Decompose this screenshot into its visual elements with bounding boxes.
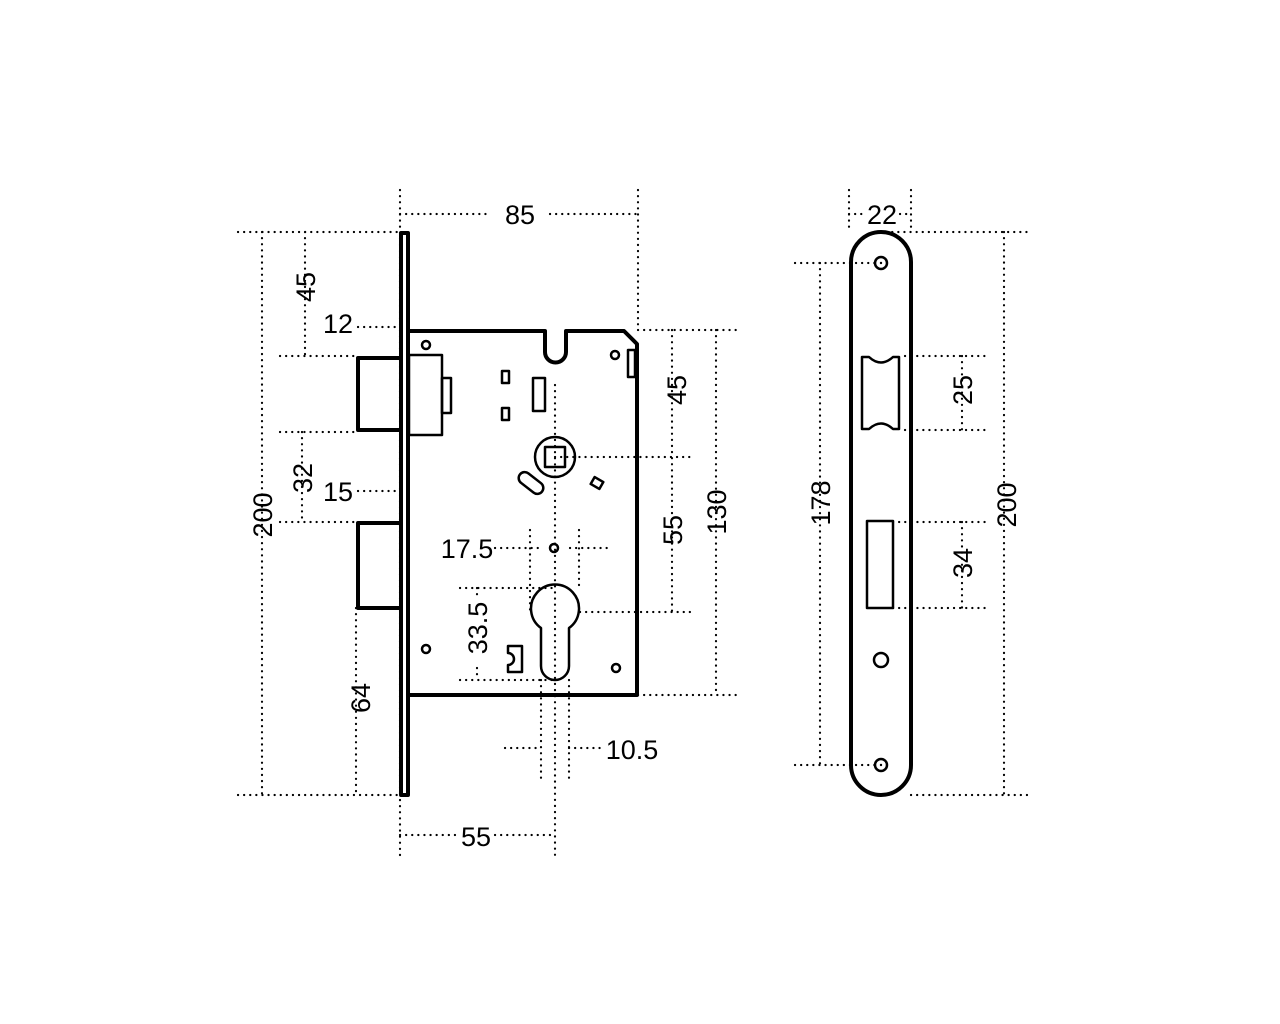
dim-latch-projection: 12 — [323, 309, 353, 339]
dim-latch-to-deadbolt: 32 — [288, 463, 318, 493]
dim-top-to-follower: 45 — [662, 375, 692, 405]
dim-top-to-latch: 45 — [291, 272, 321, 302]
dim-cylinder-narrow: 10.5 — [606, 735, 659, 765]
dim-cylinder-width: 17.5 — [441, 534, 494, 564]
dim-deadbolt-projection: 15 — [323, 477, 353, 507]
screw-hole — [873, 255, 889, 271]
dim-width: 85 — [505, 200, 535, 230]
screw-hole — [420, 643, 432, 655]
euro-cylinder-cutout — [529, 583, 581, 682]
dim-case-height: 130 — [702, 489, 732, 534]
dim-faceplate-height: 200 — [248, 492, 278, 537]
screw-hole — [610, 662, 622, 674]
latch-opening — [860, 355, 901, 431]
dim-strike-height: 200 — [992, 482, 1022, 527]
spindle-square — [543, 445, 567, 469]
dim-latch-opening: 25 — [948, 375, 978, 405]
dim-cylinder-height: 33.5 — [463, 602, 493, 655]
screw-hole — [420, 339, 432, 351]
screw-hole — [873, 757, 889, 773]
dim-screw-spacing: 178 — [806, 480, 836, 525]
case-tab — [626, 348, 637, 379]
follower-hub — [533, 435, 577, 479]
dimension-labels: 85 12 15 45 32 200 64 17.5 33.5 45 55 13… — [248, 200, 1022, 852]
lock-case — [409, 329, 639, 697]
faceplate — [399, 231, 410, 797]
dim-strike-width: 22 — [867, 200, 897, 230]
latch-bolt — [356, 356, 401, 432]
dimension-lines — [236, 188, 1032, 862]
deadbolt-opening — [865, 519, 895, 610]
center-hole — [548, 542, 560, 554]
lock-body — [356, 231, 639, 797]
slot — [517, 470, 545, 496]
strike-plate — [849, 230, 913, 797]
latch-body — [407, 353, 444, 437]
deadbolt — [356, 521, 401, 610]
screw-hole — [872, 651, 890, 669]
dim-deadbolt-opening: 34 — [948, 548, 978, 578]
screw-hole — [609, 349, 621, 361]
dim-backset: 55 — [461, 822, 491, 852]
dim-follower-to-cylinder: 55 — [658, 515, 688, 545]
dim-bottom-to-deadbolt: 64 — [346, 683, 376, 713]
